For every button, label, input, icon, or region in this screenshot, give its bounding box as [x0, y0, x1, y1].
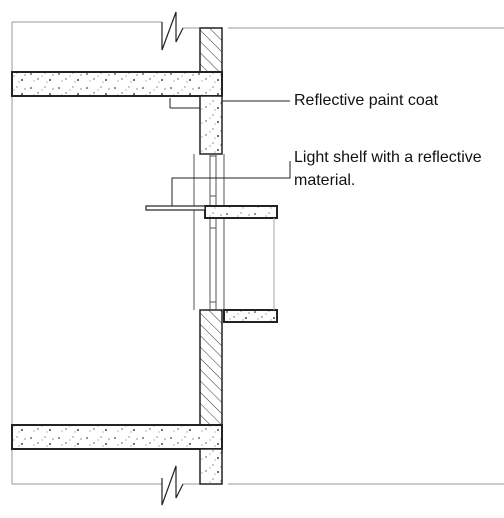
sill-shelf: [223, 309, 278, 323]
lower-slab: [11, 424, 223, 450]
leader-lines: [171, 100, 291, 206]
label-reflective-paint: Reflective paint coat: [294, 92, 439, 109]
label-light-shelf-line2: material.: [294, 172, 356, 189]
lower-beam: [199, 448, 223, 485]
upper-beam: [199, 95, 223, 155]
lower-wall: [199, 309, 223, 426]
interior-outline: [11, 21, 504, 485]
upper-wall: [199, 27, 223, 73]
reflective-coat-marker: [169, 98, 200, 109]
label-light-shelf-line1: Light shelf with a reflective: [294, 149, 482, 166]
break-symbol-bottom: [161, 465, 184, 506]
break-symbol-top: [161, 11, 184, 51]
upper-slab: [11, 71, 223, 97]
light-shelf-interior-blade: [145, 205, 206, 211]
window-frame: [193, 154, 225, 310]
light-shelf: [204, 205, 278, 219]
